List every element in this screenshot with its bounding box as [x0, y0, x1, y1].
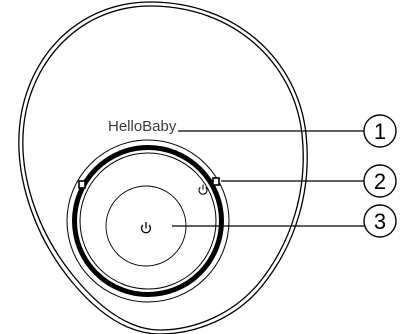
left-indicator-light [78, 180, 86, 189]
callout-1: 1 [363, 114, 397, 148]
housing-inner-outline [22, 5, 304, 331]
control-ring [66, 139, 230, 303]
device-housing [18, 1, 308, 334]
callout-circle-3 [363, 204, 397, 238]
ring-thick [72, 145, 224, 297]
center-power-icon [140, 222, 152, 234]
housing-outer-outline [18, 1, 308, 334]
ring-outer-thin [66, 139, 230, 303]
right-indicator-light [212, 177, 220, 186]
brand-label: HelloBaby [108, 118, 177, 135]
callout-3: 3 [363, 204, 397, 238]
callout-number-1: 1 [374, 119, 386, 144]
callout-lines [172, 130, 364, 227]
callout-circle-1 [363, 114, 397, 148]
callout-number-2: 2 [374, 169, 386, 194]
callout-2: 2 [363, 164, 397, 198]
callout-circle-2 [363, 164, 397, 198]
ring-inner-thin [79, 152, 217, 290]
callout-number-3: 3 [374, 209, 386, 234]
small-power-icon[interactable] [198, 184, 208, 195]
